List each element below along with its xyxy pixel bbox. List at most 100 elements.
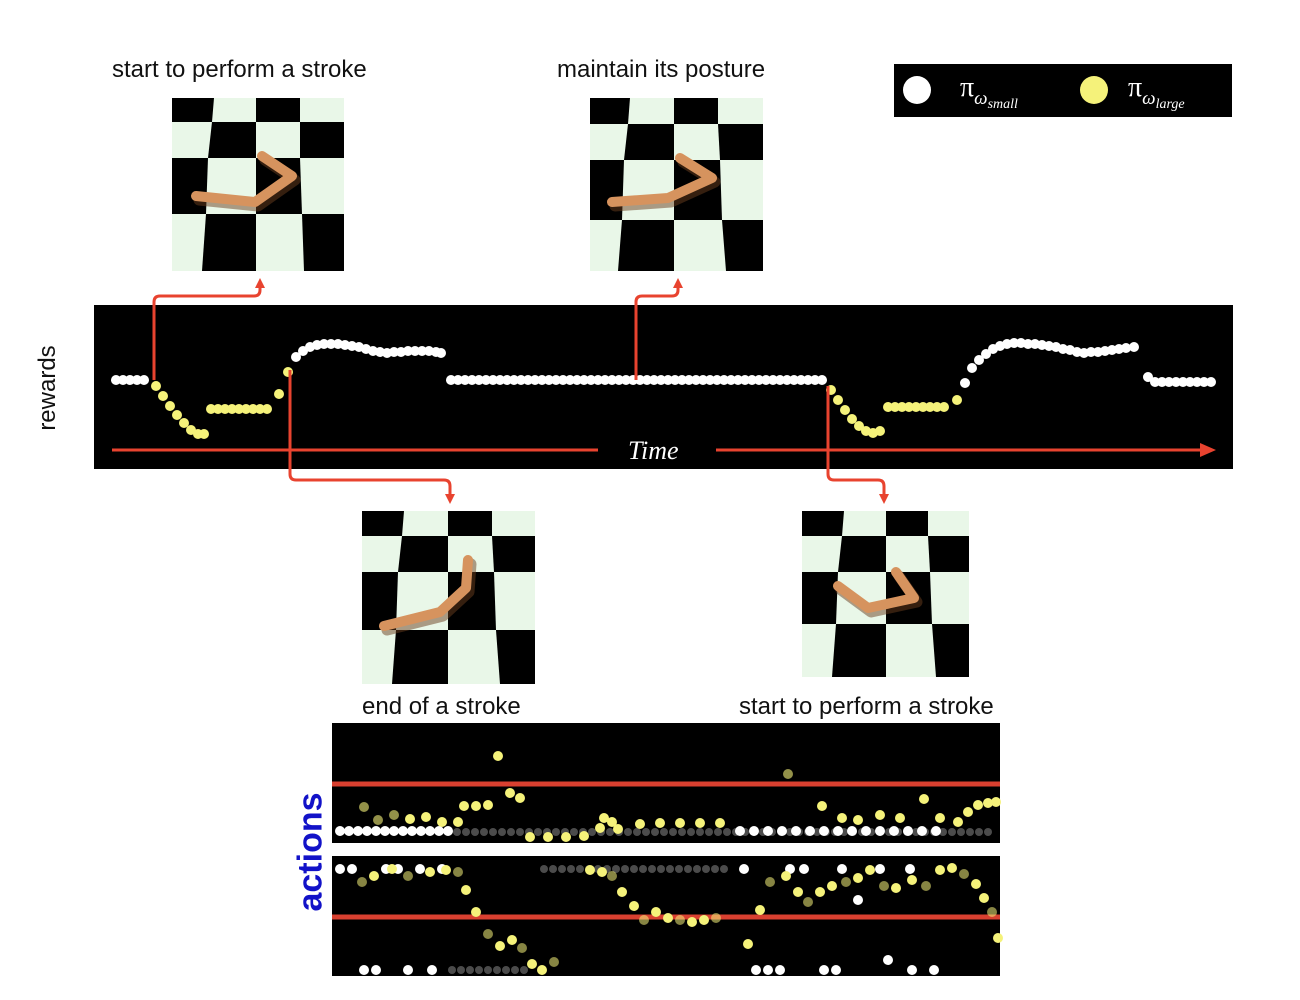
reward-dot	[803, 375, 813, 385]
reward-dot	[817, 375, 827, 385]
action-dot	[517, 943, 527, 953]
action-dot	[389, 810, 399, 820]
action-dot	[607, 871, 617, 881]
reward-dot	[726, 375, 736, 385]
reward-dot	[151, 381, 161, 391]
action-dot	[971, 879, 981, 889]
action-dot	[903, 826, 913, 836]
reward-dot	[967, 363, 977, 373]
action-dot	[371, 965, 381, 975]
reward-dot	[530, 375, 540, 385]
action-dot	[441, 865, 451, 875]
actions-top-contents	[332, 751, 1001, 842]
action-dot	[415, 864, 425, 874]
action-dot	[543, 832, 553, 842]
arrow-to-maintain-posture	[634, 278, 683, 380]
action-dot	[495, 941, 505, 951]
action-dot	[931, 826, 941, 836]
reward-dot	[241, 404, 251, 414]
action-dot	[475, 966, 483, 974]
reward-dot	[139, 375, 149, 385]
reward-dot	[326, 339, 336, 349]
action-dot	[831, 965, 841, 975]
caption-start-stroke-top: start to perform a stroke	[112, 56, 367, 83]
action-dot	[847, 826, 857, 836]
action-dot	[493, 751, 503, 761]
reward-dot	[516, 375, 526, 385]
reward-dot	[523, 375, 533, 385]
reward-dot	[474, 375, 484, 385]
action-dot	[561, 832, 571, 842]
action-dot	[359, 802, 369, 812]
action-dot	[483, 800, 493, 810]
reward-dot	[502, 375, 512, 385]
action-dot	[369, 871, 379, 881]
action-dot	[743, 939, 753, 949]
action-dot	[781, 871, 791, 881]
action-dot	[684, 865, 692, 873]
reward-dot	[227, 404, 237, 414]
reward-dot	[1150, 377, 1160, 387]
reward-dot	[213, 404, 223, 414]
action-dot	[612, 865, 620, 873]
action-dot	[841, 877, 851, 887]
action-dot	[516, 828, 524, 836]
action-dot	[987, 907, 997, 917]
reward-dot	[248, 404, 258, 414]
action-dot	[705, 828, 713, 836]
reward-dot	[925, 402, 935, 412]
action-dot	[549, 957, 559, 967]
time-arrow	[112, 443, 1216, 457]
action-dot	[666, 865, 674, 873]
action-dot	[405, 814, 415, 824]
action-dot	[357, 877, 367, 887]
action-dot	[403, 965, 413, 975]
action-dot	[642, 828, 650, 836]
action-dot	[917, 826, 927, 836]
reward-dot	[768, 375, 778, 385]
reward-dot	[705, 375, 715, 385]
action-dot	[793, 887, 803, 897]
action-dot	[648, 865, 656, 873]
action-dot	[993, 933, 1003, 943]
action-dot	[947, 863, 957, 873]
reward-dot	[1164, 377, 1174, 387]
reward-dot	[1199, 377, 1209, 387]
action-dot	[597, 867, 607, 877]
reward-dot	[754, 375, 764, 385]
action-dot	[434, 826, 444, 836]
reward-dot	[179, 418, 189, 428]
action-dot	[675, 865, 683, 873]
action-dot	[973, 800, 983, 810]
reward-dot	[495, 375, 505, 385]
action-dot	[507, 935, 517, 945]
action-dot	[891, 883, 901, 893]
action-dot	[693, 865, 701, 873]
reward-dot	[206, 404, 216, 414]
frame-start-stroke-top	[172, 98, 344, 271]
action-dot	[527, 959, 537, 969]
action-dot	[991, 797, 1001, 807]
action-dot	[966, 828, 974, 836]
action-dot	[755, 905, 765, 915]
action-dot	[635, 819, 645, 829]
reward-dot	[840, 405, 850, 415]
reward-dot	[740, 375, 750, 385]
reward-dot	[158, 391, 168, 401]
reward-dot	[436, 348, 446, 358]
reward-dot	[220, 404, 230, 414]
action-dot	[775, 965, 785, 975]
action-dot	[588, 828, 596, 836]
action-dot	[889, 826, 899, 836]
reward-dot	[747, 375, 757, 385]
action-dot	[739, 864, 749, 874]
action-dot	[711, 913, 721, 923]
action-dot	[655, 818, 665, 828]
action-dot	[657, 865, 665, 873]
action-dot	[371, 826, 381, 836]
reward-dot	[960, 378, 970, 388]
reward-dot	[691, 375, 701, 385]
reward-dot	[677, 375, 687, 385]
reward-dot	[488, 375, 498, 385]
action-dot	[651, 907, 661, 917]
